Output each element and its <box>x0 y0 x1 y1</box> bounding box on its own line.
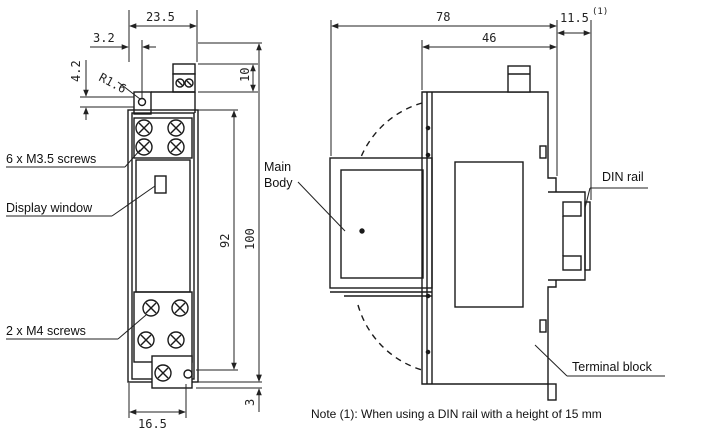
dim-slot-offset: 3.2 <box>93 31 115 45</box>
side-callout-leaders <box>297 181 665 377</box>
side-callouts: Main Body DIN rail Terminal block <box>264 160 653 374</box>
side-view <box>329 65 591 401</box>
dim-height: 100 <box>243 228 257 250</box>
screw-icon <box>167 138 185 156</box>
dim-bottom-offset: 3 <box>243 399 257 406</box>
front-callouts: 6 x M3.5 screws Display window 2 x M4 sc… <box>6 152 96 338</box>
dim-width: 23.5 <box>146 10 175 24</box>
screw-icon <box>167 331 185 349</box>
screw-icon <box>135 138 153 156</box>
callout-display-window: Display window <box>6 201 93 215</box>
callout-small-screws: 6 x M3.5 screws <box>6 152 96 166</box>
side-dimension-lines <box>330 20 592 200</box>
screw-icon <box>137 331 155 349</box>
callout-terminal-block: Terminal block <box>572 360 653 374</box>
dim-top-terminal: 10 <box>238 68 252 82</box>
dim-bottom-width: 16.5 <box>138 417 167 431</box>
callout-main-body-line2: Body <box>264 176 293 190</box>
callout-large-screws: 2 x M4 screws <box>6 324 86 338</box>
front-dimension-lines <box>80 10 262 418</box>
front-view <box>127 63 199 389</box>
side-dimension-text: 78 46 11.5 (1) <box>436 7 608 45</box>
screw-icon <box>135 119 153 137</box>
screw-icon <box>142 299 160 317</box>
dim-rail-note-ref: (1) <box>592 7 608 17</box>
footnote: Note (1): When using a DIN rail with a h… <box>311 407 602 421</box>
dim-screw-pitch: 92 <box>218 234 232 248</box>
front-screws <box>135 119 189 382</box>
screw-icon <box>167 119 185 137</box>
callout-din-rail: DIN rail <box>602 170 644 184</box>
dim-depth: 78 <box>436 10 450 24</box>
callout-main-body-line1: Main <box>264 160 291 174</box>
dim-radius: R1.6 <box>97 70 129 96</box>
screw-icon <box>154 364 172 382</box>
dim-body-depth: 46 <box>482 31 496 45</box>
screw-icon <box>171 299 189 317</box>
dim-slot-height: 4.2 <box>69 60 83 82</box>
dim-rail-extra: 11.5 <box>560 11 589 25</box>
front-callout-leaders <box>6 149 156 340</box>
